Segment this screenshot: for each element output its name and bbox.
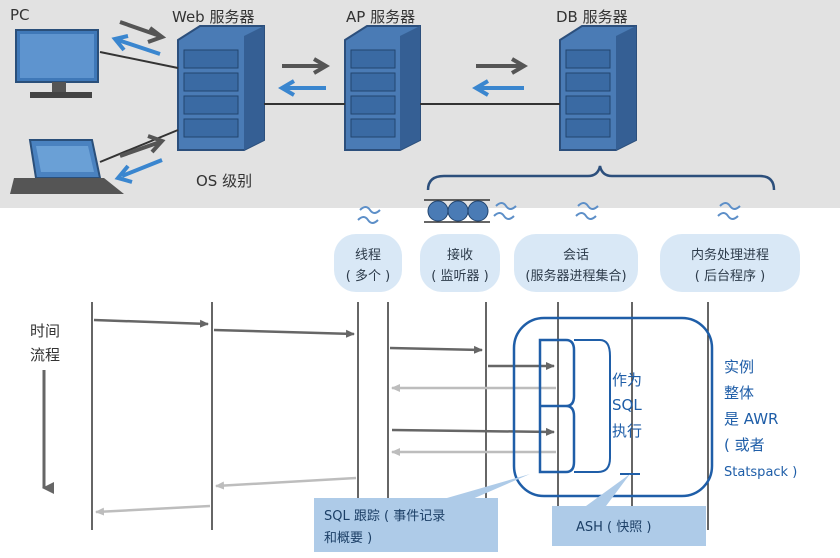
network-lines <box>99 51 560 163</box>
time-flow-label-1: 时间 <box>30 322 60 340</box>
bubble-listener-sub: ( 监听器 ) <box>431 269 488 284</box>
bubble-thread-sub: ( 多个 ) <box>346 268 390 284</box>
bubble-listener <box>420 234 500 292</box>
top-arrows <box>111 20 528 184</box>
db-server-icon <box>559 25 637 151</box>
bubble-thread-title: 线程 <box>355 248 381 263</box>
squiggle-icons <box>357 202 741 224</box>
web-server-icon <box>177 25 265 151</box>
message-arrows <box>93 318 556 516</box>
awr-label-3: 是 AWR <box>724 410 778 428</box>
awr-label-4: ( 或者 <box>724 436 765 454</box>
web-server-label: Web 服务器 <box>172 8 254 26</box>
time-flow-label-2: 流程 <box>30 346 60 364</box>
awr-label-1: 实例 <box>724 358 754 376</box>
sql-trace-box <box>314 498 498 552</box>
ap-server-icon <box>344 25 421 151</box>
bubble-thread <box>334 234 402 292</box>
listener-beads-icon <box>424 199 490 223</box>
ap-server-label: AP 服务器 <box>346 8 415 26</box>
bubble-session-title: 会话 <box>563 248 589 263</box>
ash-box <box>552 506 706 546</box>
laptop-icon <box>10 139 124 194</box>
sql-exec-label-1: 作为 <box>612 371 642 389</box>
awr-label-2: 整体 <box>724 384 754 402</box>
timeline-lines <box>91 302 709 530</box>
pc-label: PC <box>10 6 30 24</box>
sql-exec-outline <box>574 339 611 473</box>
sql-exec-label-2: SQL <box>612 396 642 414</box>
ash-label: ASH ( 快照 ) <box>576 520 651 535</box>
sql-trace-label-2: 和概要 ) <box>324 531 372 546</box>
db-brace <box>426 165 776 191</box>
bubble-session <box>514 234 638 292</box>
bubble-background <box>660 234 800 292</box>
sql-trace-label-1: SQL 跟踪 ( 事件记录 <box>324 509 445 524</box>
ash-pointer <box>586 474 630 506</box>
bubble-background-sub: ( 后台程序 ) <box>695 269 765 284</box>
db-server-label: DB 服务器 <box>556 8 628 26</box>
sql-trace-pointer <box>440 474 530 500</box>
awr-label-5: Statspack ) <box>724 465 797 480</box>
bubble-background-title: 内务处理进程 <box>691 247 769 263</box>
bubble-session-sub: (服务器进程集合) <box>525 268 626 284</box>
os-level-label: OS 级别 <box>196 172 252 190</box>
sql-exec-label-3: 执行 <box>612 422 642 440</box>
bubble-listener-title: 接收 <box>447 247 473 263</box>
sql-exec-brace <box>538 338 576 474</box>
desktop-pc-icon <box>15 29 99 98</box>
